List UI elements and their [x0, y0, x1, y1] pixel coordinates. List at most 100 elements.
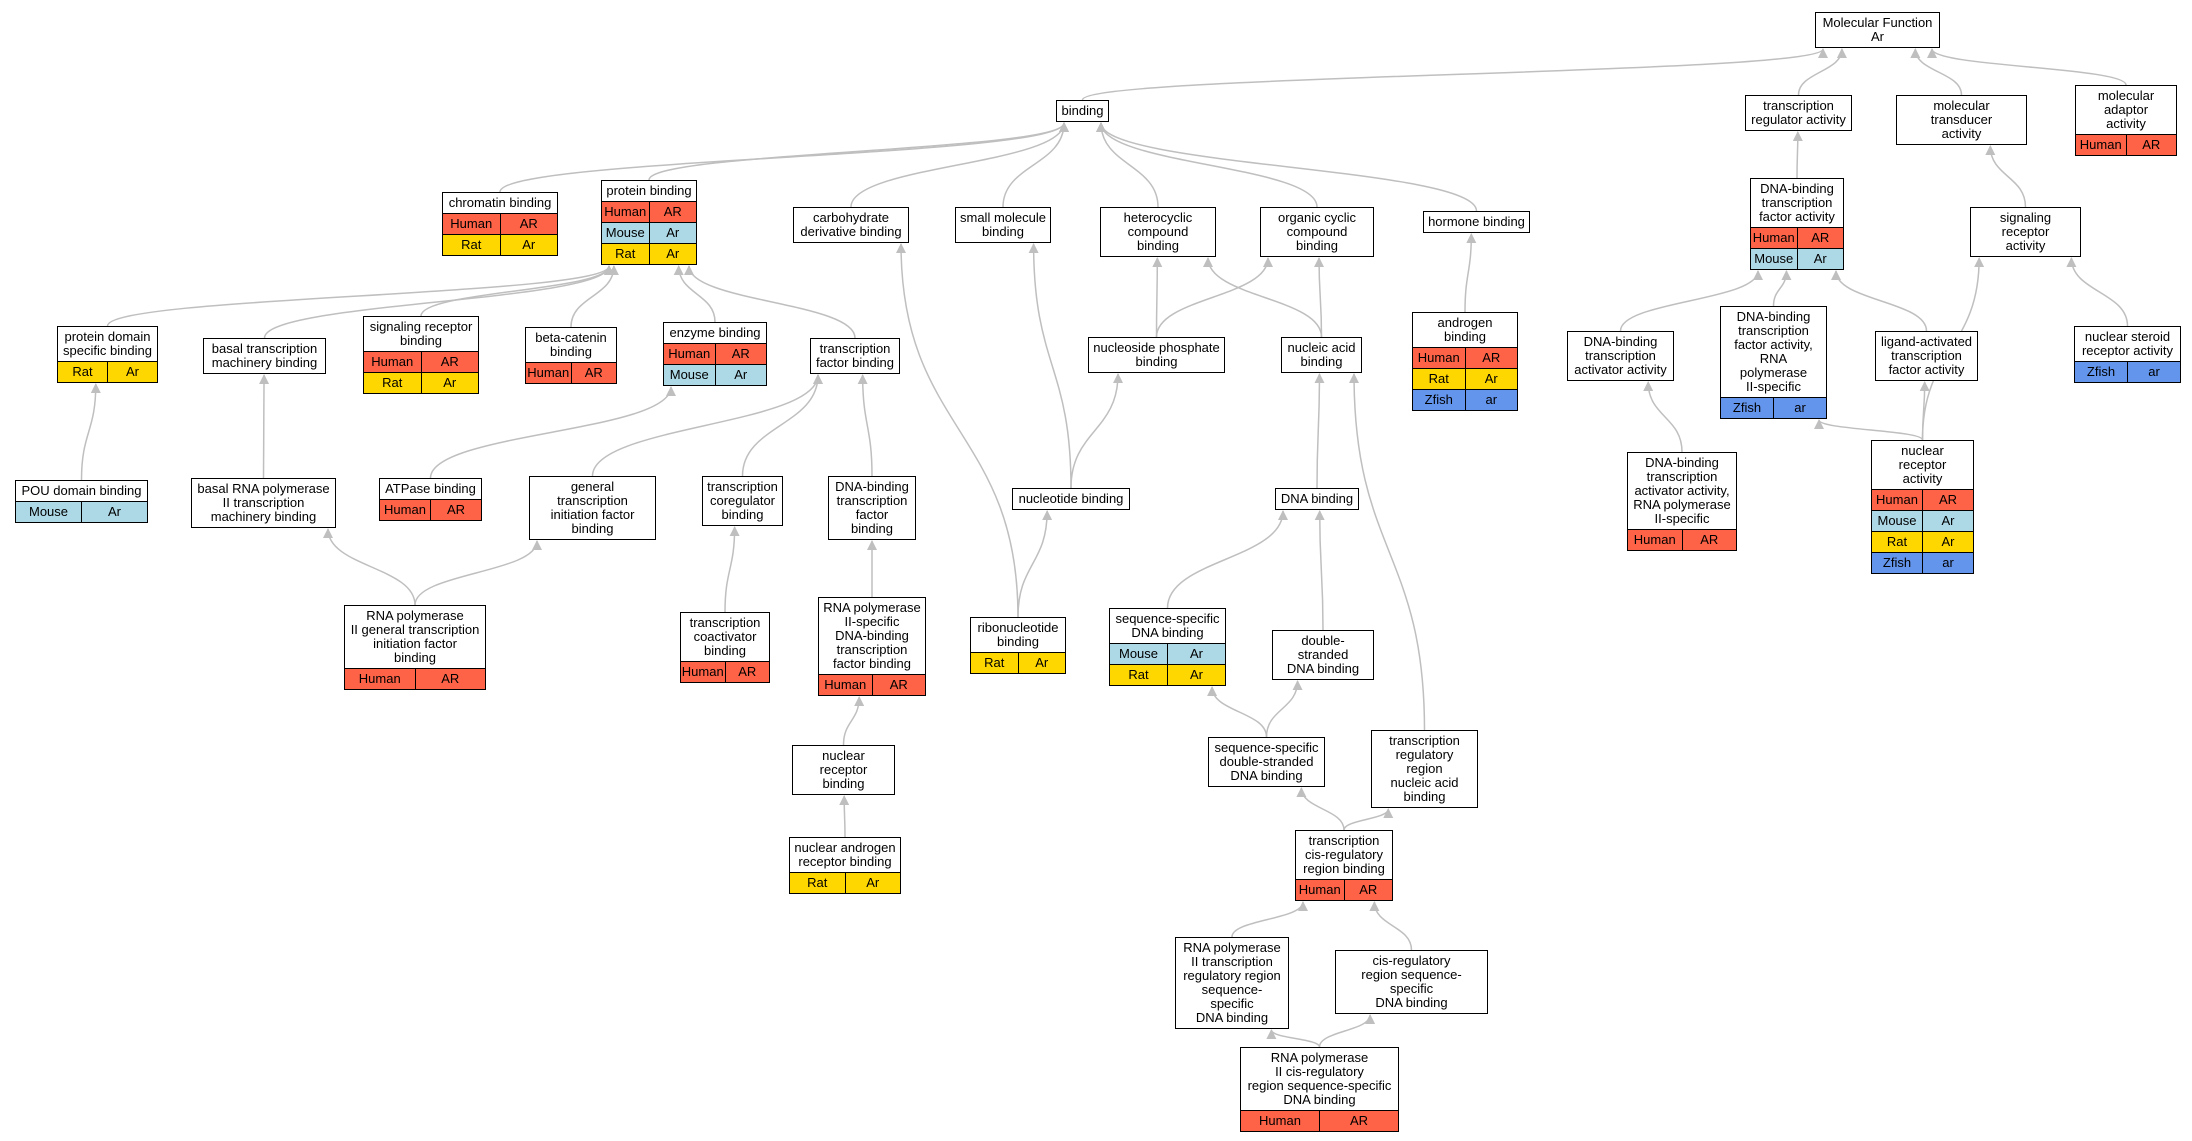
edge-nucacid-to-organic: [1314, 257, 1325, 338]
go-term-rnatrr[interactable]: RNA polymerase II transcription regulato…: [1175, 937, 1289, 1029]
go-term-nrbind[interactable]: nuclear receptor binding: [792, 745, 895, 795]
go-term-mf[interactable]: Molecular Function Ar: [1815, 12, 1940, 48]
go-term-basaltm[interactable]: basal transcription machinery binding: [203, 338, 326, 374]
edge-hormone-to-binding: [1096, 122, 1478, 212]
go-term-tcrb[interactable]: transcription cis-regulatory region bind…: [1295, 830, 1393, 901]
edge-binding-to-mf: [1081, 48, 1828, 101]
go-term-crrss[interactable]: cis-regulatory region sequence-specific …: [1335, 950, 1488, 1014]
go-term-dbtfb[interactable]: DNA-binding transcription factor binding: [828, 476, 916, 540]
go-term-label: RNA polymerase II general transcription …: [350, 608, 480, 665]
edge-gtif-to-tfbind: [591, 374, 823, 477]
species-name: Rat: [1128, 667, 1149, 682]
go-term-carbo[interactable]: carbohydrate derivative binding: [793, 207, 909, 243]
go-term-label: Molecular Function Ar: [1822, 15, 1933, 44]
go-term-nucleotide[interactable]: nucleotide binding: [1012, 488, 1130, 510]
go-term-label: ribonucleotide binding: [977, 620, 1059, 649]
edge-seqdna-to-dnabind: [1166, 510, 1288, 609]
go-term-trrna[interactable]: transcription regulatory region nucleic …: [1371, 730, 1478, 808]
go-term-dbtfa[interactable]: DNA-binding transcription factor activit…: [1750, 178, 1844, 270]
edge-dbtfa2-to-dbtfa: [1772, 270, 1792, 307]
species-name: Human: [1876, 492, 1918, 507]
species-name: Human: [1259, 1113, 1301, 1128]
go-term-nucphos[interactable]: nucleoside phosphate binding: [1088, 337, 1225, 373]
species-name: Human: [1633, 532, 1676, 547]
go-term-organic[interactable]: organic cyclic compound binding: [1260, 207, 1374, 257]
species-name: Rat: [1886, 534, 1908, 549]
go-term-rnadbtfb[interactable]: RNA polymerase II-specific DNA-binding t…: [818, 597, 926, 696]
go-term-label: ATPase binding: [385, 481, 476, 496]
go-term-gtif[interactable]: general transcription initiation factor …: [529, 476, 656, 540]
go-term-nucacid[interactable]: nucleic acid binding: [1281, 337, 1362, 373]
gene-symbol: Ar: [1167, 644, 1225, 664]
species-name: Human: [358, 671, 401, 686]
go-term-ssdsdna[interactable]: sequence-specific double-stranded DNA bi…: [1208, 737, 1325, 787]
go-term-label: hormone binding: [1428, 214, 1525, 229]
go-term-label: molecular adaptor activity: [2097, 88, 2155, 131]
go-term-label: androgen binding: [1437, 315, 1493, 344]
edge-sigrecbind-to-protein: [420, 265, 614, 317]
species-name: Mouse: [1754, 251, 1794, 266]
go-term-binding[interactable]: binding: [1056, 100, 1109, 122]
go-term-hetero[interactable]: heterocyclic compound binding: [1100, 207, 1216, 257]
species-name: Zfish: [1424, 392, 1453, 407]
gene-symbol: Ar: [499, 235, 558, 255]
go-term-basalrna[interactable]: basal RNA polymerase II transcription ma…: [191, 478, 336, 528]
go-term-dsdna[interactable]: double-stranded DNA binding: [1272, 630, 1374, 680]
go-term-dbtaa2[interactable]: DNA-binding transcription activator acti…: [1627, 452, 1737, 551]
go-term-label: nuclear androgen receptor binding: [794, 840, 896, 869]
go-term-hormone[interactable]: hormone binding: [1423, 211, 1530, 233]
go-term-rnagtif[interactable]: RNA polymerase II general transcription …: [344, 605, 486, 690]
go-term-label: DNA binding: [1280, 491, 1354, 506]
go-term-label: RNA polymerase II transcription regulato…: [1183, 940, 1281, 1025]
go-term-label: DNA-binding transcription factor activit…: [1759, 181, 1835, 224]
edge-smallmol-to-binding: [1002, 122, 1069, 208]
go-term-dbtaa[interactable]: DNA-binding transcription activator acti…: [1567, 331, 1674, 381]
go-term-rnacrr[interactable]: RNA polymerase II cis-regulatory region …: [1240, 1047, 1399, 1132]
go-term-label: transcription regulator activity: [1751, 98, 1846, 127]
species-name: Mouse: [1877, 513, 1917, 528]
go-term-smallmol[interactable]: small molecule binding: [955, 207, 1051, 243]
edge-crrss-to-tcrb: [1369, 901, 1413, 951]
gene-symbol: AR: [1464, 348, 1518, 368]
go-term-label: general transcription initiation factor …: [550, 479, 635, 536]
go-term-label: RNA polymerase II-specific DNA-binding t…: [823, 600, 921, 671]
edge-pou-to-protdomain: [80, 383, 101, 481]
go-term-sigrec[interactable]: signaling receptor activity: [1970, 207, 2081, 257]
go-term-moltrans[interactable]: molecular transducer activity: [1896, 95, 2027, 145]
edge-tcrb-to-ssdsdna: [1296, 787, 1345, 831]
edge-sigrec-to-moltrans: [1985, 145, 2027, 208]
go-term-label: nucleotide binding: [1018, 491, 1124, 506]
go-term-ligand[interactable]: ligand-activated transcription factor ac…: [1875, 331, 1978, 381]
go-term-tcoreg[interactable]: transcription coregulator binding: [702, 476, 783, 526]
edge-dbtfb-to-tfbind: [857, 374, 873, 477]
go-term-label: transcription cis-regulatory region bind…: [1303, 833, 1385, 876]
go-term-dbtfa2[interactable]: DNA-binding transcription factor activit…: [1720, 306, 1827, 419]
species-name: Human: [527, 365, 570, 380]
go-term-dnabind[interactable]: DNA binding: [1275, 488, 1359, 510]
go-term-label: transcription factor binding: [815, 341, 895, 370]
go-term-tfbind[interactable]: transcription factor binding: [810, 338, 900, 374]
go-term-trreg[interactable]: transcription regulator activity: [1745, 95, 1852, 131]
